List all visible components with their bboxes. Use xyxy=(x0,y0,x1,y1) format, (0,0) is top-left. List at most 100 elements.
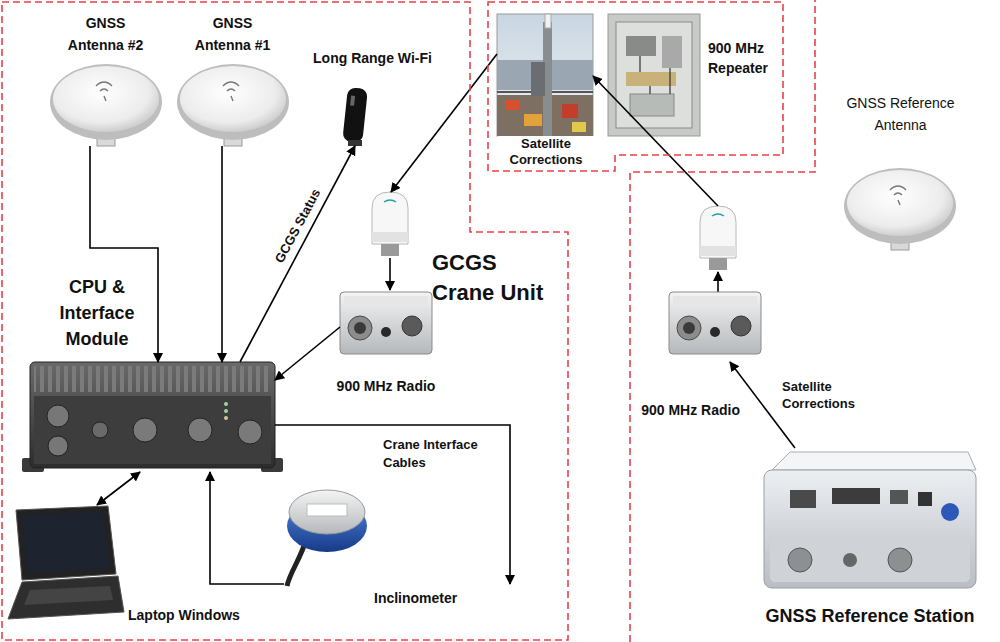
repeater-pole-photo xyxy=(524,114,542,126)
cpu-module-picture xyxy=(133,418,157,442)
gnss-antenna-picture xyxy=(50,64,162,146)
reference-station-picture xyxy=(843,553,857,567)
gnss-antenna: GNSS Antenna #1 xyxy=(177,64,289,146)
radio-unit: 900 MHz Radio xyxy=(340,192,432,357)
radio-picture xyxy=(340,292,432,354)
node-label: 900 MHz Repeater xyxy=(708,38,780,78)
laptop: Laptop Windows xyxy=(5,505,125,620)
cpu-module-picture xyxy=(34,396,271,464)
node-label: Laptop Windows xyxy=(128,606,268,624)
crane-interface-cable xyxy=(275,425,510,584)
laptop-picture xyxy=(8,506,124,619)
cpu-module-picture xyxy=(92,422,108,438)
edge-label: Satellite Corrections xyxy=(782,378,874,412)
repeater-pole-photo xyxy=(531,62,545,96)
connector-arrow xyxy=(221,146,223,362)
radio-picture xyxy=(669,292,761,354)
node-label: Inclinometer xyxy=(374,589,484,607)
repeater-pole-photo xyxy=(497,14,593,136)
wifi-antenna-picture xyxy=(342,87,368,146)
node-label: GCGS Crane Unit xyxy=(432,248,557,308)
cpu-module: CPU & Interface Module xyxy=(30,362,275,472)
laptop-picture xyxy=(16,506,116,580)
gnss-antenna-picture xyxy=(177,64,289,146)
repeater-panel-photo xyxy=(662,36,682,68)
laptop-picture xyxy=(8,576,124,619)
repeater-panel-photo xyxy=(640,56,670,94)
cpu-module-picture xyxy=(47,405,69,427)
cpu-module-picture xyxy=(188,418,212,442)
gnss-antenna-picture xyxy=(844,168,956,250)
repeater-pole-photo xyxy=(497,14,593,136)
repeater-panel-photo xyxy=(608,14,700,136)
cpu-module-picture xyxy=(238,420,262,444)
connector-arrow xyxy=(391,54,497,192)
cpu-module-picture xyxy=(48,436,68,456)
reference-station-picture xyxy=(764,452,976,588)
repeater-panel-photo xyxy=(626,36,656,56)
repeater-panel-photo xyxy=(608,14,700,136)
reference-station-picture xyxy=(770,536,970,582)
node-label: GNSS Antenna #1 xyxy=(185,12,280,56)
gnss-antenna: GNSS Antenna #2 xyxy=(50,64,162,146)
node-label: GNSS Reference Station xyxy=(755,604,985,628)
radio-unit: 900 MHz Radio xyxy=(668,206,762,362)
wifi-antenna-picture xyxy=(348,140,362,146)
inclinometer-picture xyxy=(289,490,365,534)
repeater-photo: Satellite Corrections xyxy=(497,14,593,136)
crane-unit-region: GCGS Crane UnitGNSS Antenna #2GNSS Anten… xyxy=(0,0,570,642)
inclinometer: Inclinometer xyxy=(284,482,370,592)
node-label: Satellite Corrections xyxy=(498,136,594,168)
region-outline xyxy=(2,2,568,640)
edge-label: GCGS Status xyxy=(270,185,324,268)
inclinometer-picture xyxy=(287,490,367,586)
connector-arrow xyxy=(97,472,140,505)
region-outline xyxy=(488,2,783,171)
node-label: Long Range Wi-Fi xyxy=(300,48,445,68)
reference-station-picture xyxy=(941,503,959,521)
node-label: 900 MHz Radio xyxy=(610,400,740,420)
laptop-picture xyxy=(24,586,113,605)
connector-arrow xyxy=(593,76,718,206)
reference-station-picture xyxy=(788,548,812,572)
reference-station-picture xyxy=(764,470,976,588)
repeater-panel-photo xyxy=(626,72,676,86)
node-label: GNSS Reference Antenna xyxy=(838,92,963,136)
repeater-pole-photo xyxy=(572,122,586,132)
reference-station-picture xyxy=(918,492,932,506)
wifi-antenna-picture xyxy=(342,87,368,143)
reference-station-picture xyxy=(790,490,816,508)
reference-station-picture xyxy=(888,548,912,572)
radio-antenna-picture xyxy=(372,192,408,256)
repeater-region: 900 MHz RepeaterSatellite Corrections xyxy=(487,0,785,172)
cpu-module-picture xyxy=(30,362,275,468)
gnss-reference-antenna: GNSS Reference Antenna xyxy=(845,168,955,248)
laptop-picture xyxy=(22,512,110,573)
node-label: CPU & Interface Module xyxy=(42,274,152,352)
repeater-pole-photo xyxy=(562,104,578,118)
cpu-module-picture xyxy=(34,366,271,392)
cpu-module-picture xyxy=(22,362,283,472)
reference-station-picture xyxy=(832,488,880,504)
inclinometer-picture xyxy=(307,504,347,516)
reference-station-picture xyxy=(772,452,976,470)
reference-station-picture xyxy=(890,490,908,504)
antenna-feed-arrow xyxy=(389,258,391,290)
node-label: 900 MHz Radio xyxy=(321,376,451,396)
cpu-module-picture xyxy=(224,409,228,413)
wifi-antenna-picture xyxy=(350,95,355,105)
radio-antenna-picture xyxy=(700,206,736,270)
wifi-antenna-picture xyxy=(342,87,368,143)
inclinometer-picture xyxy=(287,540,306,586)
antenna-feed-arrow xyxy=(717,272,719,292)
reference-station: GNSS Reference Station xyxy=(762,448,976,596)
cpu-module-picture xyxy=(224,416,228,420)
connector-arrow xyxy=(275,327,340,380)
repeater-panel-photo xyxy=(630,94,674,116)
repeater-pole-photo xyxy=(505,100,519,110)
repeater-pole-photo xyxy=(545,14,551,28)
note-label: Crane Interface Cables xyxy=(383,436,495,472)
wifi-antenna: Long Range Wi-Fi xyxy=(335,86,375,146)
